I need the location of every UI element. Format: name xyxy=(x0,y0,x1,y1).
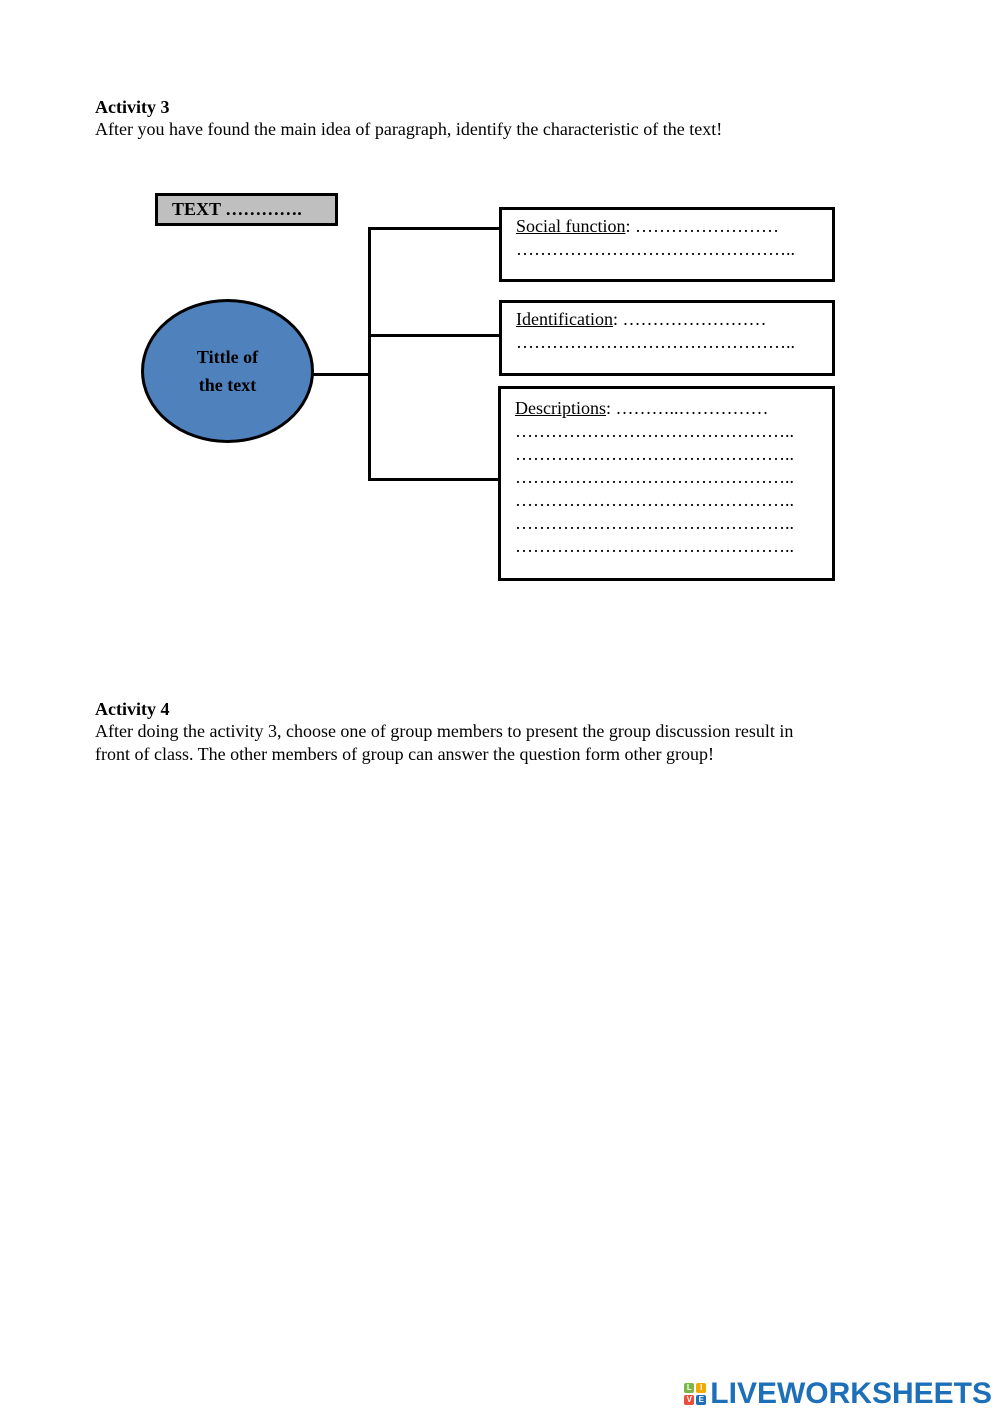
ellipse-label-line2: the text xyxy=(198,375,257,395)
text-title-box: TEXT …………. xyxy=(155,193,338,226)
activity-4-line1: After doing the activity 3, choose one o… xyxy=(95,721,794,741)
connector-ellipse xyxy=(313,373,371,376)
descriptions-line: ……………………………………….. xyxy=(515,467,794,487)
connector-identification xyxy=(368,334,501,337)
logo-block-i: I xyxy=(696,1383,707,1393)
descriptions-label: Descriptions xyxy=(515,398,606,418)
ellipse-label: Tittle of the text xyxy=(183,343,273,399)
activity-3-instruction: After you have found the main idea of pa… xyxy=(95,119,723,139)
social-function-dots: : …………………… xyxy=(625,216,779,236)
identification-box: Identification: …………………… ………………………………………… xyxy=(499,300,835,376)
activity-4-heading: Activity 4 xyxy=(95,699,170,719)
descriptions-line: ……………………………………….. xyxy=(515,490,794,510)
descriptions-line1: Descriptions: ………..…………… xyxy=(515,397,832,420)
social-function-line1: Social function: …………………… xyxy=(516,215,832,238)
logo-blocks-icon: L I V E xyxy=(684,1383,707,1405)
liveworksheets-logo: L I V E LIVEWORKSHEETS xyxy=(684,1377,992,1411)
descriptions-line: ……………………………………….. xyxy=(515,513,794,533)
connector-social xyxy=(368,227,501,230)
logo-block-l: L xyxy=(684,1383,695,1393)
title-ellipse: Tittle of the text xyxy=(141,299,314,443)
social-function-line2: ……………………………………….. xyxy=(516,239,795,259)
identification-label: Identification xyxy=(516,309,613,329)
descriptions-line: ……………………………………….. xyxy=(515,536,794,556)
identification-line1: Identification: …………………… xyxy=(516,308,832,331)
logo-block-e: E xyxy=(696,1395,707,1405)
descriptions-line: ……………………………………….. xyxy=(515,421,794,441)
logo-text: LIVEWORKSHEETS xyxy=(710,1377,992,1410)
activity-4-line2: front of class. The other members of gro… xyxy=(95,744,714,764)
identification-line2: ……………………………………….. xyxy=(516,332,795,352)
descriptions-box: Descriptions: ………..…………… ………………………………………… xyxy=(498,386,835,581)
logo-block-v: V xyxy=(684,1395,695,1405)
social-function-box: Social function: …………………… ……………………………………… xyxy=(499,207,835,282)
connector-trunk xyxy=(368,227,371,481)
descriptions-dots: : ………..…………… xyxy=(605,398,769,418)
ellipse-label-line1: Tittle of xyxy=(196,347,259,367)
activity-4-instruction: After doing the activity 3, choose one o… xyxy=(95,720,793,766)
descriptions-line: ……………………………………….. xyxy=(515,444,794,464)
connector-descriptions xyxy=(368,478,501,481)
identification-dots: : …………………… xyxy=(612,309,767,329)
activity-3-heading: Activity 3 xyxy=(95,97,170,117)
social-function-label: Social function xyxy=(516,216,626,236)
